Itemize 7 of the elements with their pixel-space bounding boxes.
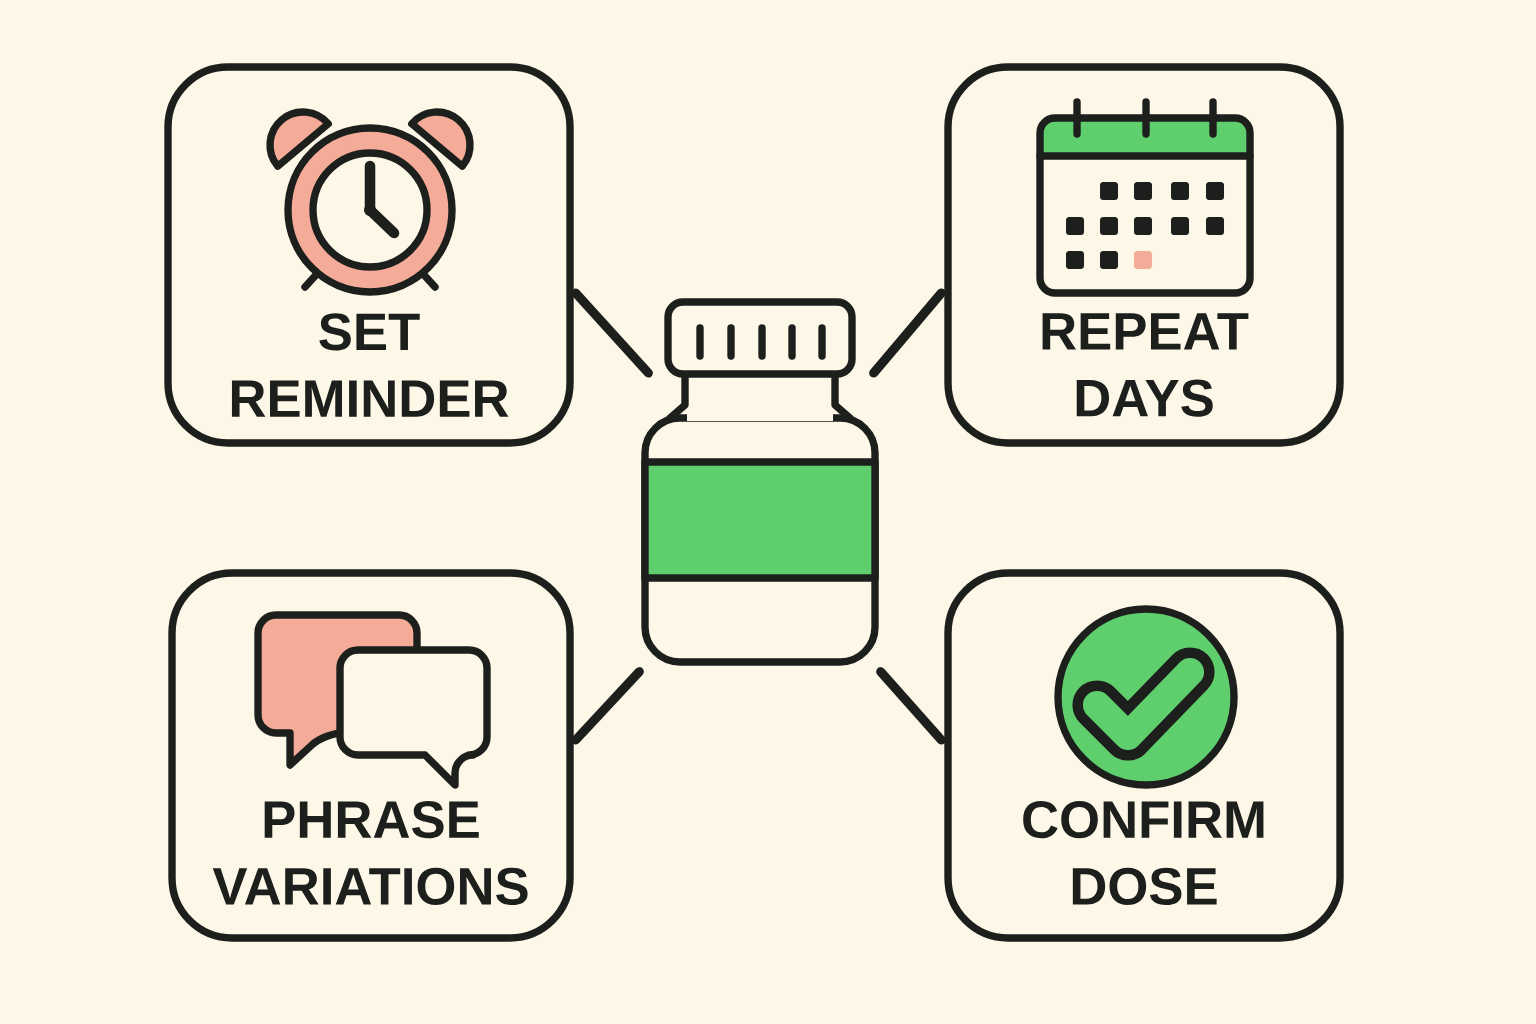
pill-bottle-drawing: [641, 298, 879, 666]
feature-box: PHRASE VARIATIONS: [168, 569, 574, 942]
connector-line: [876, 667, 946, 745]
feature-box: CONFIRM DOSE: [944, 569, 1344, 942]
feature-box: SET REMINDER: [164, 63, 574, 447]
connector-line: [571, 667, 644, 745]
feature-box: REPEAT DAYS: [944, 63, 1344, 447]
